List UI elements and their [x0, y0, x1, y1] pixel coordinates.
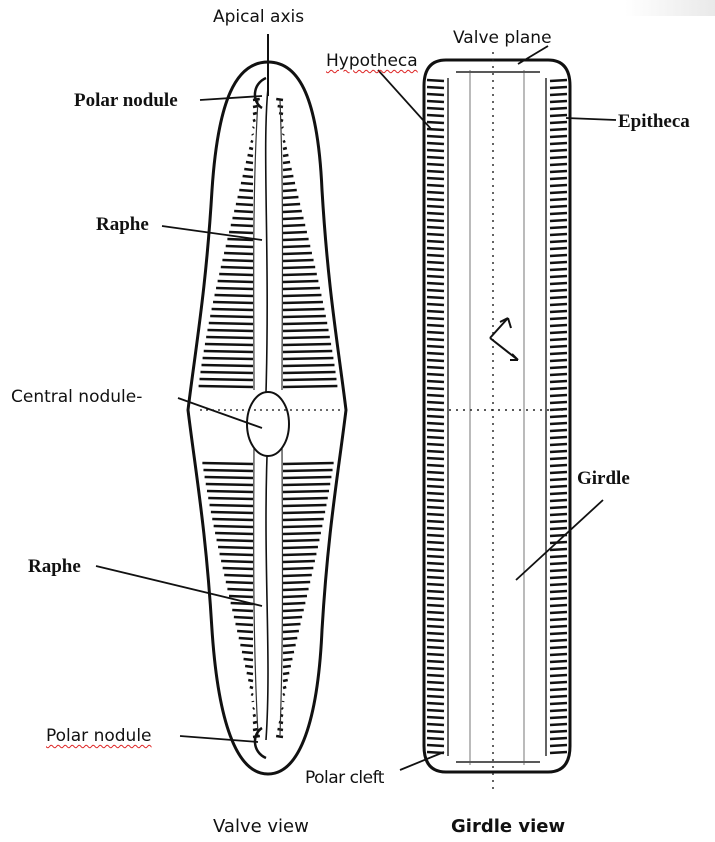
label-raphe-top: Raphe	[96, 215, 149, 234]
label-raphe-bottom: Raphe	[28, 557, 81, 576]
label-hypotheca: Hypotheca	[326, 53, 418, 70]
label-valve-plane: Valve plane	[453, 30, 552, 47]
caption-girdle-view: Girdle view	[451, 818, 565, 836]
caption-valve-view: Valve view	[213, 818, 309, 836]
label-polar-cleft: Polar cleft	[305, 770, 384, 787]
leader-epitheca	[566, 118, 616, 120]
label-polar-nodule-top: Polar nodule	[74, 91, 178, 110]
girdle-outline	[424, 60, 570, 772]
label-polar-nodule-bottom: Polar nodule	[46, 728, 152, 745]
label-epitheca: Epitheca	[618, 112, 690, 131]
label-apical-axis: Apical axis	[213, 9, 304, 26]
valve-view-drawing	[188, 34, 346, 774]
label-central-nodule: Central nodule-	[11, 389, 142, 406]
girdle-view-drawing	[424, 52, 570, 792]
label-girdle: Girdle	[577, 469, 630, 488]
